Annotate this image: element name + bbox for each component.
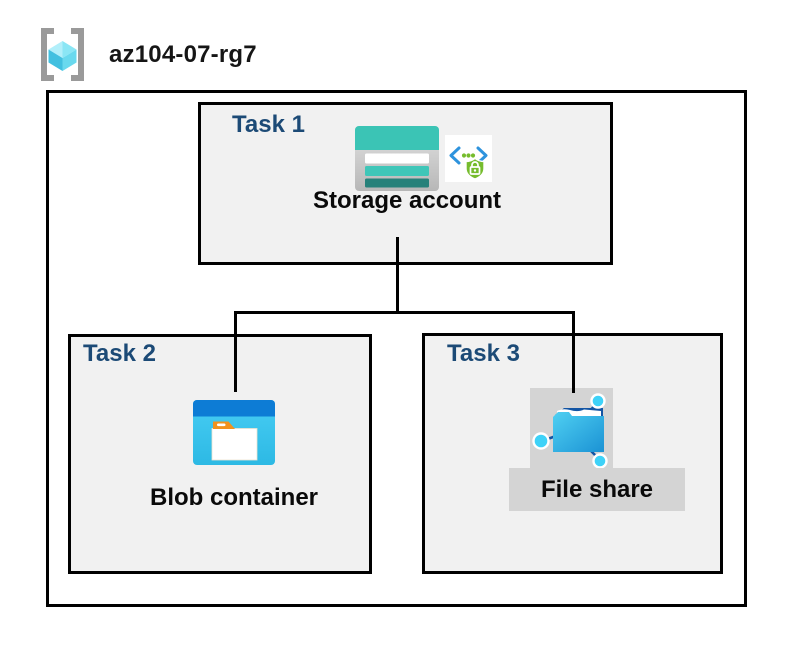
resource-group-header: az104-07-rg7 [34,26,257,83]
file-share-icon-highlight [530,388,613,469]
task2-label: Task 2 [83,340,156,367]
task1-label: Task 1 [232,111,305,138]
sas-shield-icon [445,135,492,182]
resource-group-name: az104-07-rg7 [109,40,257,68]
connector-branch-horizontal [234,311,575,314]
resource-group-icon [41,28,84,81]
connector-to-blob-container [234,311,237,392]
blob-container-caption: Blob container [149,484,319,511]
connector-to-file-share [572,311,575,393]
blob-container-icon [193,400,275,465]
storage-account-caption: Storage account [312,187,502,214]
connector-storage-stem [396,237,399,313]
task1-box: Task 1 Storage account [198,102,613,265]
task2-box: Task 2 Blob container [68,334,372,574]
file-share-icon [532,393,608,469]
task3-label: Task 3 [447,340,520,367]
file-share-caption: File share [540,475,654,503]
storage-account-icon [355,126,439,191]
file-share-label-highlight: File share [509,468,685,511]
